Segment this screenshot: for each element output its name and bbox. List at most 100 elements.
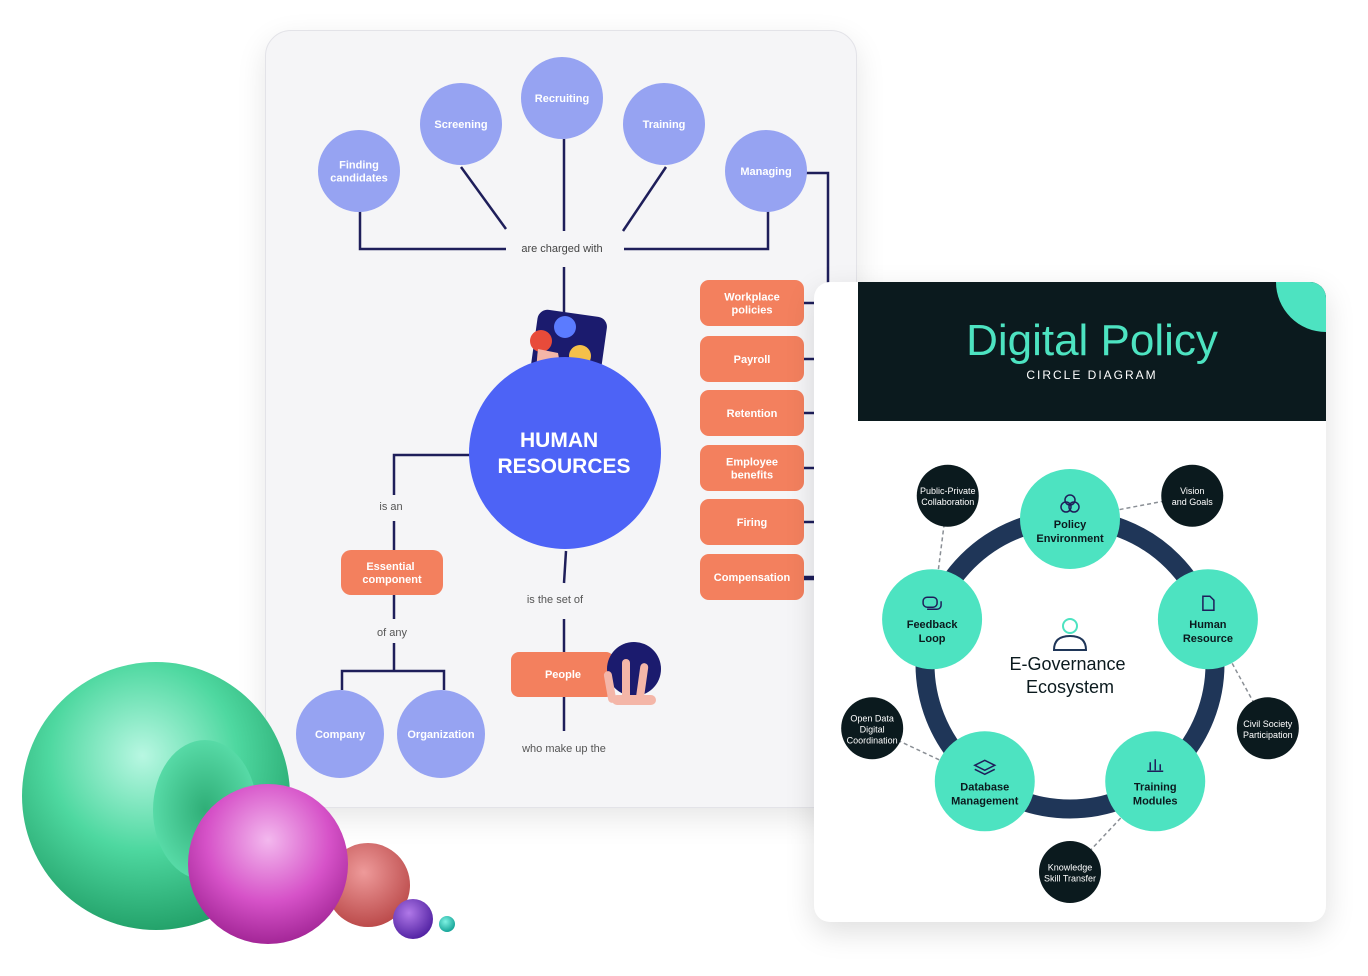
top-node-label: Recruiting (535, 93, 589, 105)
ring-node-circle (1020, 469, 1120, 569)
connector-line (392, 453, 470, 495)
ring-node-circle (1157, 569, 1258, 670)
essential-component-box (341, 550, 443, 595)
top-node-circle (725, 130, 807, 212)
connector-line (459, 166, 508, 230)
ring-node-circle (1105, 731, 1206, 832)
duty-box-label: Compensation (714, 572, 791, 584)
ring-node-circle (934, 731, 1035, 832)
duty-box: Compensation (700, 554, 828, 600)
duty-box-rect (700, 499, 804, 545)
duty-box-rect (700, 336, 804, 382)
duty-box-rect (700, 445, 804, 491)
top-node-circle (420, 83, 502, 165)
duty-box-label: Retention (727, 408, 778, 420)
duty-box-rect (700, 280, 804, 326)
chat-bubbles-icon (922, 596, 942, 610)
satellite-circle (1039, 841, 1101, 903)
digital-policy-title: Digital Policy (966, 316, 1218, 365)
duty-box: Firing (700, 499, 828, 545)
duty-box: Payroll (700, 336, 828, 382)
green-torus-hole (153, 740, 257, 880)
top-node: Screening (420, 83, 502, 165)
satellite-circle (841, 697, 904, 760)
document-icon (1202, 595, 1215, 611)
label-are-charged-with: are charged with (521, 243, 602, 255)
company-label: Company (315, 729, 366, 741)
green-torus-sphere (22, 662, 290, 930)
organization-label: Organization (407, 729, 475, 741)
human-resources-label: HUMAN RESOURCES (497, 429, 630, 478)
duty-box-rect (700, 390, 804, 436)
satellite-circle (1236, 697, 1299, 760)
top-node-circle (623, 83, 705, 165)
person-icon (1052, 618, 1088, 651)
teal-sphere (439, 916, 455, 932)
company-node (296, 690, 384, 778)
chart-icon (1147, 759, 1164, 773)
connector-line (562, 550, 568, 584)
connector-line (624, 211, 770, 251)
satellite-circle (1161, 464, 1224, 527)
triangle-circles-icon (1060, 494, 1080, 513)
people-label: People (545, 669, 581, 681)
purple-sphere (393, 899, 433, 939)
label-is-an: is an (379, 501, 402, 513)
raised-hands-icon (603, 642, 661, 705)
essential-component-label: Essential component (362, 561, 422, 586)
ecosystem-center-label: E-Governance Ecosystem (1009, 654, 1130, 697)
satellite-circle (916, 464, 979, 527)
people-box (511, 652, 614, 697)
duty-box-label: Firing (737, 517, 768, 529)
ring-node-circle (882, 569, 983, 670)
duty-box: Retention (700, 390, 828, 436)
organization-node (397, 690, 485, 778)
top-node: Training (623, 83, 705, 165)
top-node-label: Screening (434, 119, 487, 131)
duty-box-label: Payroll (734, 354, 771, 366)
label-is-the-set-of: is the set of (527, 594, 584, 606)
digital-policy-header: Digital Policy CIRCLE DIAGRAM (858, 282, 1326, 421)
digital-policy-card: Digital Policy CIRCLE DIAGRAM E-Governan… (814, 282, 1326, 922)
connector-line (340, 643, 446, 690)
top-node-circle (318, 130, 400, 212)
connector-line (621, 166, 668, 232)
red-sphere (326, 843, 410, 927)
digital-policy-subtitle: CIRCLE DIAGRAM (1026, 368, 1158, 382)
human-resources-circle (469, 357, 661, 549)
top-node-circle (521, 57, 603, 139)
top-node-label: Training (643, 119, 686, 131)
top-node: Managing (725, 130, 807, 212)
